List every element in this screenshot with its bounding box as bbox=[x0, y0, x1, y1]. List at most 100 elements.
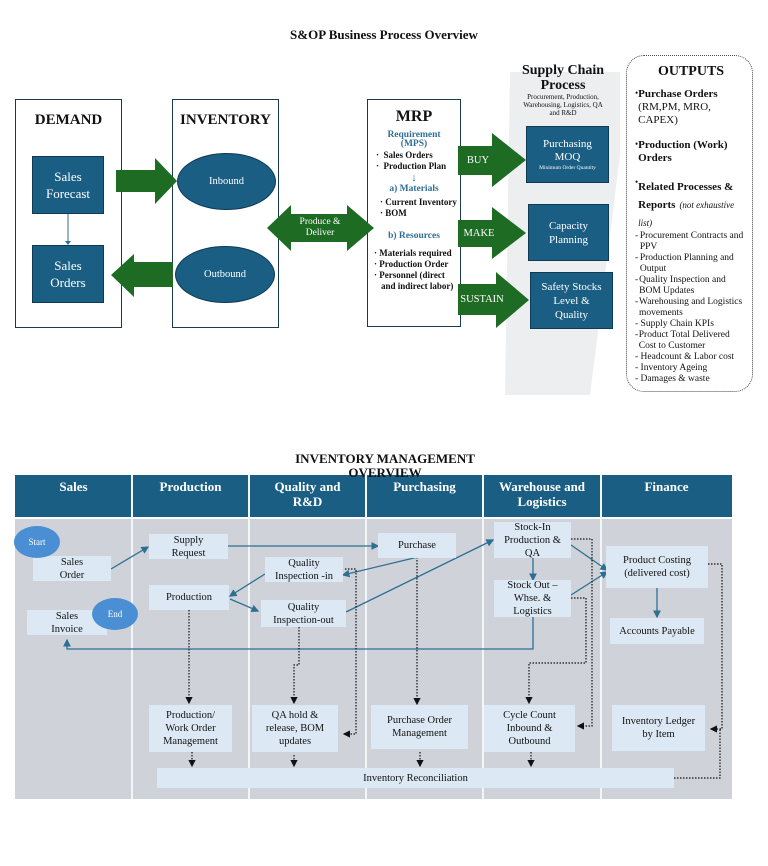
sales-orders-line1: Sales bbox=[54, 258, 82, 273]
mrp-materials-heading: a) Materials bbox=[389, 184, 439, 194]
mrp-requirement-line2: (MPS) bbox=[400, 139, 428, 149]
safety-line1: Safety Stocks bbox=[541, 280, 602, 293]
arrow-buy bbox=[458, 133, 526, 187]
arrow-sustain bbox=[458, 272, 529, 328]
lane-body bbox=[132, 519, 249, 799]
sales-orders-box[interactable]: Sales Orders bbox=[32, 245, 104, 303]
safety-line3: Quality bbox=[555, 308, 588, 321]
dotted-qiin-to-qahold bbox=[342, 568, 357, 738]
buy-label: BUY bbox=[466, 155, 490, 166]
mrp-requirement: Requirement (MPS) bbox=[368, 130, 460, 150]
down-arrow-icon: ↓ bbox=[411, 172, 417, 184]
related-list-item: - Product Total Delivered Cost to Custom… bbox=[635, 330, 730, 351]
lane-header-purchasing: Purchasing bbox=[366, 475, 483, 517]
lane-divider bbox=[365, 475, 367, 799]
sales-forecast-line2: Forecast bbox=[45, 186, 91, 201]
connector-production-to-qiout bbox=[229, 598, 260, 613]
mrp-requirement-line1: Requirement bbox=[387, 130, 441, 140]
connector-stockout-to-costing bbox=[570, 571, 609, 596]
connector-purchase-to-qiin bbox=[341, 556, 419, 578]
make-label: MAKE bbox=[463, 228, 495, 239]
connector-qiout-to-stockin bbox=[345, 539, 495, 613]
related-note: (not exhaustive list) bbox=[638, 200, 735, 228]
mrp-res-item: and indirect labor) bbox=[381, 281, 454, 291]
production-node[interactable]: Production bbox=[149, 585, 229, 610]
sales-forecast-box[interactable]: Sales Forecast bbox=[32, 156, 104, 214]
supply-chain-title-line1: Supply Chain bbox=[521, 63, 605, 78]
purchasing-moq-box[interactable]: Purchasing MOQ Minimum Order Quantity bbox=[526, 126, 609, 183]
mrp-res-item: · Materials required bbox=[374, 248, 452, 258]
supply-chain-sub-line3: and R&D bbox=[549, 109, 577, 117]
start-oval[interactable]: Start bbox=[14, 526, 60, 558]
arrow-outbound-to-orders bbox=[111, 254, 173, 297]
related-list-item: - Supply Chain KPIs bbox=[635, 319, 714, 329]
stock-out-node[interactable]: Stock Out –Whse. &Logistics bbox=[494, 580, 571, 617]
related-list-item: - Damages & waste bbox=[635, 374, 710, 384]
safety-stocks-box[interactable]: Safety Stocks Level & Quality bbox=[530, 272, 613, 329]
related-label: Related Processes & Reports bbox=[638, 181, 734, 211]
mrp-mat-item: · Current Inventory bbox=[380, 197, 457, 207]
connector-stockout-to-invoice bbox=[63, 617, 534, 650]
sop-title: S&OP Business Process Overview bbox=[290, 27, 478, 42]
purchasing-line2: MOQ bbox=[554, 150, 581, 163]
outbound-ellipse[interactable]: Outbound bbox=[175, 246, 275, 303]
produce-deliver-line2: Deliver bbox=[305, 228, 335, 238]
lane-divider bbox=[248, 475, 250, 799]
accounts-payable-node[interactable]: Accounts Payable bbox=[610, 618, 704, 644]
connector-qiin-to-production bbox=[228, 573, 266, 597]
dotted-reconciliation-to-ledger bbox=[674, 729, 721, 779]
mrp-res-item: · Personnel (direct bbox=[374, 270, 445, 280]
inventory-reconciliation-node[interactable]: Inventory Reconciliation bbox=[157, 768, 674, 788]
inv-title: INVENTORY MANAGEMENT OVERVIEW bbox=[240, 452, 530, 480]
lane-header-production: Production bbox=[132, 475, 249, 517]
sustain-label: SUSTAIN bbox=[460, 294, 504, 305]
connector-order-to-request bbox=[110, 546, 150, 570]
moq-note: Minimum Order Quantity bbox=[539, 164, 596, 171]
arrow-produce-deliver bbox=[267, 205, 374, 251]
supply-chain-sub-line1: Procurement, Production, bbox=[527, 93, 599, 101]
mrp-resources-heading: b) Resources bbox=[388, 231, 440, 241]
dotted-stockout-to-cyclecount bbox=[525, 597, 587, 705]
inventory-heading: INVENTORY bbox=[180, 112, 271, 128]
lane-divider bbox=[600, 475, 602, 799]
capacity-line2: Planning bbox=[548, 233, 589, 246]
purchase-node[interactable]: Purchase bbox=[378, 533, 456, 558]
mrp-mat-item: · BOM bbox=[380, 208, 407, 218]
capacity-planning-box[interactable]: Capacity Planning bbox=[528, 204, 609, 261]
outputs-item-related: • Related Processes & Reports (not exhau… bbox=[635, 177, 735, 228]
lane-header-sales: Sales bbox=[15, 475, 132, 517]
outputs-panel: OUTPUTS • Purchase Orders (RM,PM, MRO, C… bbox=[626, 55, 753, 392]
end-oval[interactable]: End bbox=[92, 598, 138, 630]
sales-orders-line2: Orders bbox=[50, 275, 86, 290]
lane-body bbox=[366, 519, 483, 799]
inv-title-line2: OVERVIEW bbox=[348, 465, 422, 480]
production-orders-label: Production (Work) Orders bbox=[638, 139, 728, 164]
inv-title-line1: INVENTORY MANAGEMENT bbox=[295, 451, 475, 466]
related-list-item: - Quality Inspection and BOM Updates bbox=[635, 275, 726, 296]
lane-header-finance: Finance bbox=[601, 475, 732, 517]
related-list: - Procurement Contracts and PPV- Product… bbox=[635, 231, 747, 385]
related-list-item: - Production Planning and Output bbox=[635, 253, 734, 274]
dotted-costing-to-ledger bbox=[708, 563, 723, 733]
inbound-ellipse[interactable]: Inbound bbox=[177, 153, 276, 210]
related-list-item: - Inventory Ageing bbox=[635, 363, 708, 373]
lane-body bbox=[483, 519, 601, 799]
connector-stockin-to-costing bbox=[570, 544, 609, 571]
arrow-make bbox=[458, 207, 526, 259]
lane-divider bbox=[131, 475, 133, 799]
product-costing-node[interactable]: Product Costing(delivered cost) bbox=[606, 546, 708, 588]
